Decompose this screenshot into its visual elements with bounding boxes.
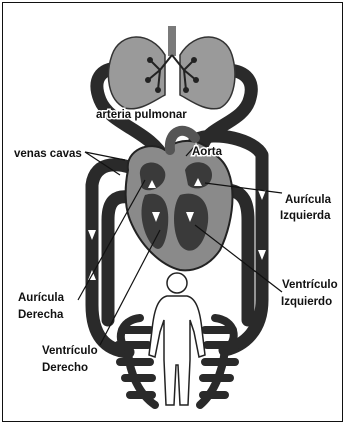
figure-body bbox=[149, 296, 205, 405]
figure-head bbox=[167, 273, 187, 293]
label-auricula-derecha-line2: Derecha bbox=[18, 309, 64, 321]
label-aorta: Aorta bbox=[192, 146, 223, 158]
label-ventriculo-derecho-line1: Ventrículo bbox=[42, 345, 98, 357]
label-ventriculo-derecho-line2: Derecho bbox=[42, 362, 88, 374]
label-venas-cavas: venas cavas bbox=[14, 148, 82, 160]
label-ventriculo-izquierdo-line2: Izquierdo bbox=[281, 296, 332, 308]
human-figure bbox=[149, 273, 205, 405]
label-ventriculo-izquierdo-line1: Ventrículo bbox=[282, 279, 338, 291]
label-auricula-izquierda-line2: Izquierda bbox=[280, 210, 331, 222]
label-arteria-pulmonar: arteria pulmonar bbox=[96, 109, 187, 121]
label-auricula-izquierda-line1: Aurícula bbox=[285, 194, 332, 206]
trachea bbox=[168, 26, 176, 56]
label-auricula-derecha-line1: Aurícula bbox=[18, 292, 65, 304]
lungs bbox=[108, 26, 234, 109]
